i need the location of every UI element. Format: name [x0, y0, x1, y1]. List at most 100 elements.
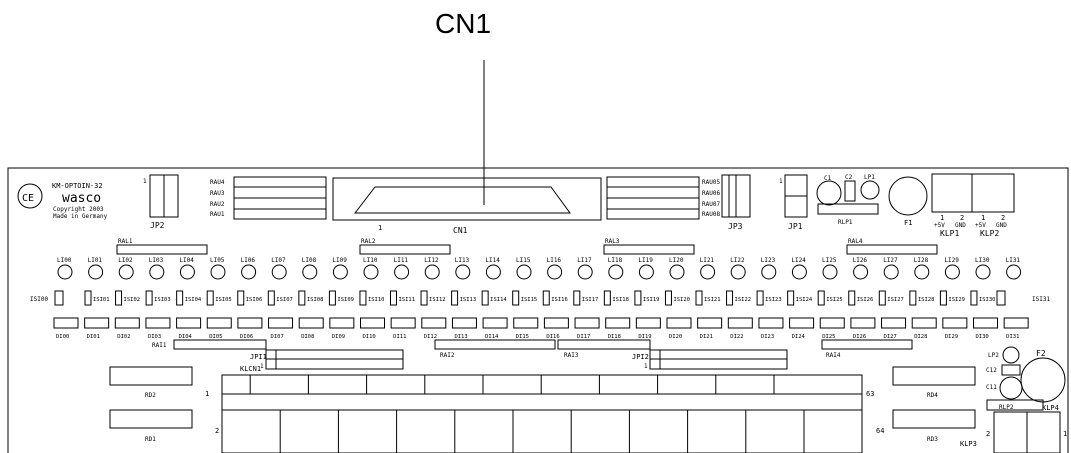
- di-pad-6: [237, 317, 263, 329]
- jp2-label: JP2: [150, 221, 165, 230]
- led-8: [302, 264, 318, 280]
- isi-label: ISI27: [887, 297, 904, 303]
- led-18: [608, 264, 624, 280]
- led-label: LI16: [547, 257, 562, 264]
- di-pad-2: [114, 317, 140, 329]
- ce-mark-icon: [17, 183, 43, 209]
- cn1-label: CN1: [453, 226, 468, 235]
- c11-capacitor: [999, 376, 1023, 400]
- led-label: LI17: [577, 257, 592, 264]
- isi-label: ISI15: [521, 297, 538, 303]
- klcn1-term-2: 2: [215, 427, 219, 435]
- isi-pad-1: [115, 290, 123, 306]
- f2-label: F2: [1036, 349, 1046, 358]
- di-label: DI10: [363, 334, 376, 340]
- klp2-pin2: 2: [1001, 214, 1005, 222]
- klcn1-terminal-strip: [221, 374, 863, 453]
- klcn1-term-1: 1: [205, 390, 209, 398]
- di-label: DI02: [117, 334, 130, 340]
- led-19: [638, 264, 654, 280]
- isi-pad-19: [664, 290, 672, 306]
- rai2-label: RAI2: [440, 352, 455, 359]
- di-pad-16: [543, 317, 569, 329]
- klcn1-label: KLCN1: [240, 365, 261, 373]
- klcn1-term-63: 63: [866, 390, 874, 398]
- isi-label: ISI06: [246, 297, 263, 303]
- di-pad-3: [145, 317, 171, 329]
- di-pad-21: [697, 317, 723, 329]
- led-label: LI21: [700, 257, 715, 264]
- klp4-pin-1: 1: [1063, 430, 1067, 438]
- di-pad-0: [53, 317, 79, 329]
- isi-label: ISI08: [307, 297, 324, 303]
- ral2-label: RAL2: [361, 238, 376, 245]
- di-pad-4: [176, 317, 202, 329]
- svg-text:CE: CE: [22, 193, 34, 204]
- di-pad-30: [973, 317, 998, 329]
- led-label: LI01: [88, 257, 103, 264]
- di-label: DI11: [393, 334, 406, 340]
- isi-pad-11: [420, 290, 428, 306]
- di-pad-11: [390, 317, 416, 329]
- isi-label: ISI21: [704, 297, 721, 303]
- led-12: [424, 264, 440, 280]
- isi-label: ISI16: [551, 297, 568, 303]
- isi-pad-3: [176, 290, 184, 306]
- isi00-label: ISI00: [30, 296, 48, 303]
- board-brand: wasco: [62, 191, 101, 206]
- rd1-label: RD1: [145, 436, 156, 443]
- board-copyright: Copyright 2003: [53, 206, 104, 213]
- isi-pad-20: [695, 290, 703, 306]
- di-label: DI05: [209, 334, 222, 340]
- led-2: [118, 264, 134, 280]
- rlp2-resistor: [986, 399, 1044, 411]
- isi-label: ISI19: [643, 297, 660, 303]
- jp1-label: JP1: [788, 222, 803, 231]
- klp2-label: KLP2: [980, 229, 999, 238]
- ral1-array: [116, 244, 208, 255]
- ral4-label: RAL4: [848, 238, 863, 245]
- led-label: LI22: [730, 257, 745, 264]
- cn1-pin-label: 1: [378, 224, 382, 232]
- di-pad-17: [574, 317, 600, 329]
- isi-pad-26: [878, 290, 886, 306]
- f2-fuse: [1020, 357, 1066, 403]
- isi-label: ISI28: [918, 297, 935, 303]
- isi-label: ISI05: [215, 297, 232, 303]
- klp3-pin-2: 2: [986, 430, 990, 438]
- isi-label: ISI14: [490, 297, 507, 303]
- led-4: [179, 264, 195, 280]
- di-label: DI18: [608, 334, 621, 340]
- isi-pad-17: [603, 290, 611, 306]
- led-label: LI02: [118, 257, 133, 264]
- di-pad-18: [605, 317, 631, 329]
- di-label: DI00: [56, 334, 69, 340]
- di-pad-14: [482, 317, 508, 329]
- klp1-label: KLP1: [940, 229, 959, 238]
- di-label: DI15: [516, 334, 529, 340]
- di-label: DI31: [1006, 334, 1019, 340]
- rau07-label: RAU07: [702, 201, 720, 208]
- isi-label: ISI29: [948, 297, 965, 303]
- jpi2-pin: 1: [644, 363, 648, 370]
- led-1: [88, 264, 104, 280]
- led-15: [516, 264, 532, 280]
- board-outline: [7, 167, 1069, 453]
- rau08-label: RAU08: [702, 211, 720, 218]
- isi-pad-13: [481, 290, 489, 306]
- rai1-array: [173, 339, 267, 350]
- di-label: DI03: [148, 334, 161, 340]
- di-label: DI26: [853, 334, 866, 340]
- rau3-label: RAU3: [210, 190, 225, 197]
- di-pad-10: [360, 317, 385, 329]
- di-label: DI13: [454, 334, 467, 340]
- di-label: DI24: [792, 334, 806, 340]
- klp1-terminal: [931, 173, 973, 213]
- led-11: [394, 264, 410, 280]
- isi-label: ISI04: [185, 297, 202, 303]
- led-label: LI14: [485, 257, 500, 264]
- isi-label: ISI30: [979, 297, 996, 303]
- lp1-label: LP1: [864, 174, 875, 181]
- di-pad-24: [789, 317, 815, 329]
- lp2-led: [1002, 346, 1020, 364]
